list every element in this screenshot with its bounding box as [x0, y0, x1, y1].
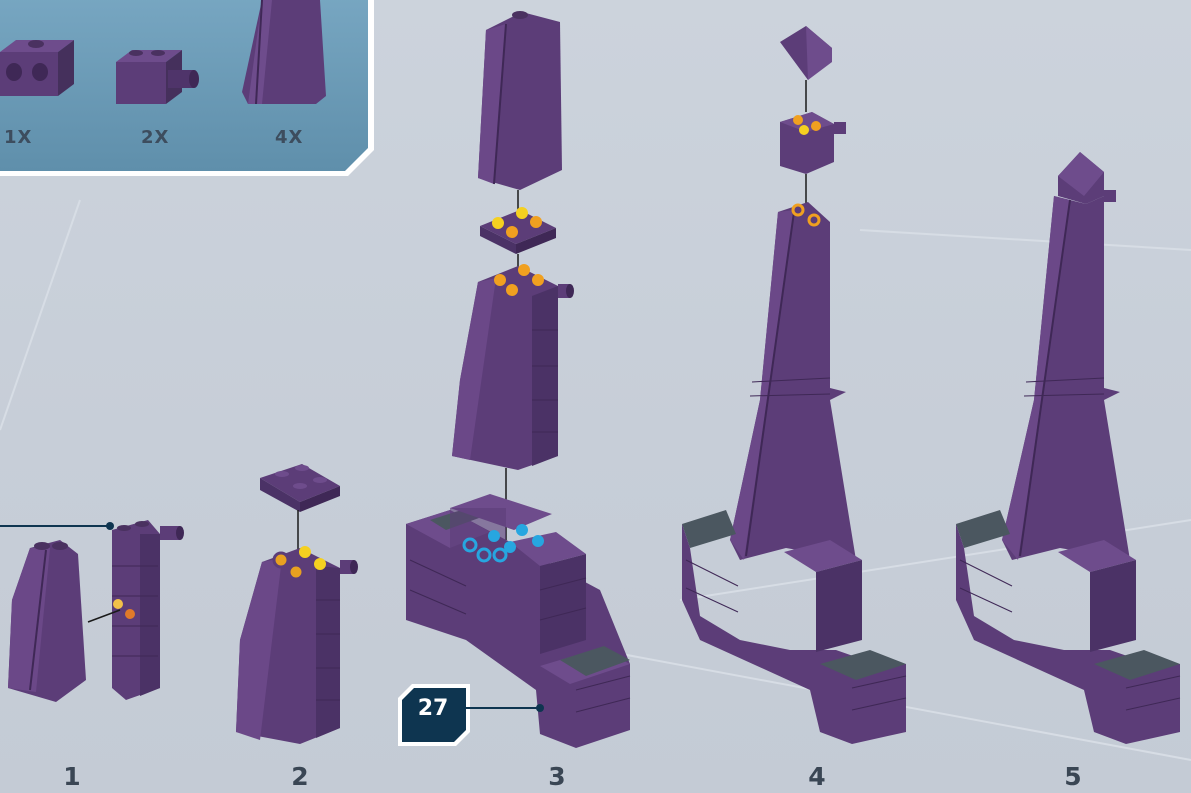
- part-quantity-3: 4X: [275, 127, 303, 148]
- step-number-3: 3: [548, 762, 565, 791]
- step-3-assembly: [406, 11, 630, 748]
- step-number-1: 1: [63, 762, 80, 791]
- step-4-assembly: [682, 26, 906, 744]
- step-5-assembly: [956, 152, 1180, 744]
- step-2-assembly: [236, 464, 358, 744]
- page-number: 27: [398, 696, 468, 721]
- part-quantity-1: 1X: [4, 127, 32, 148]
- part-quantity-2: 2X: [141, 127, 169, 148]
- step-number-2: 2: [291, 762, 308, 791]
- step-number-4: 4: [808, 762, 825, 791]
- part-brick-1x2-studs: [0, 40, 74, 96]
- step-number-5: 5: [1064, 762, 1081, 791]
- step-1-assembly: [0, 520, 184, 702]
